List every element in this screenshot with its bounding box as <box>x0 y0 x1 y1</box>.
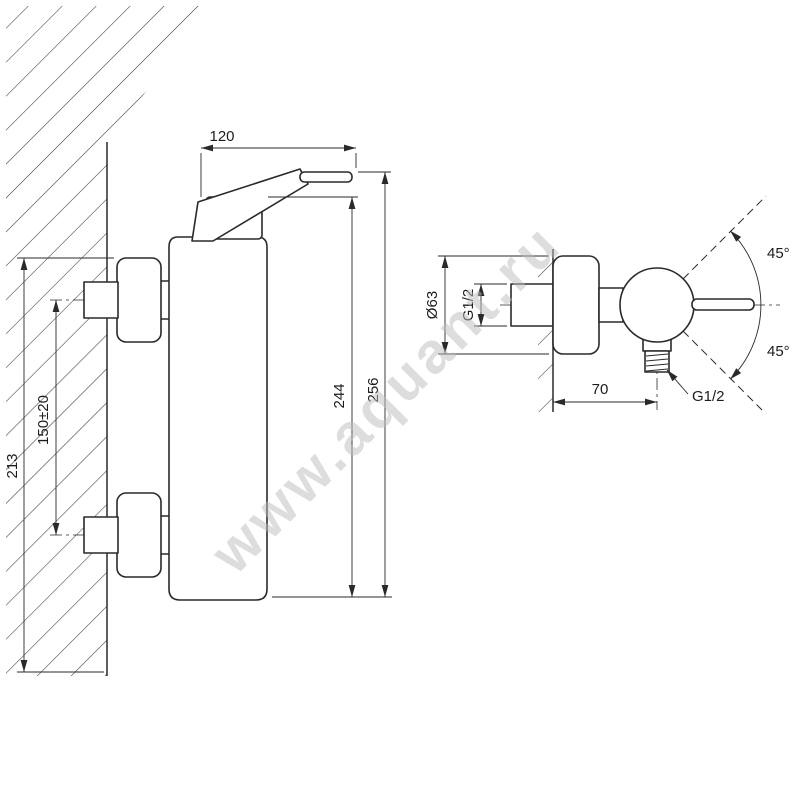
swing-limit-upper <box>682 195 767 280</box>
thread-line <box>645 368 669 372</box>
front-view: Ø63 G1/2 70 G1/2 45° 45° <box>424 195 790 412</box>
thread-line <box>645 363 669 367</box>
dim-outlet-offset: 70 <box>553 381 657 406</box>
swing-limit-lower <box>682 330 763 411</box>
swing-arc <box>729 230 762 380</box>
dim-inlet-thread: G1/2 <box>460 283 507 327</box>
front-escutcheon <box>552 255 600 355</box>
handle-swing-annotation: 45° 45° <box>682 195 790 411</box>
side-view: 120 244 256 213 150±20 <box>4 128 392 673</box>
thread-line <box>645 358 669 362</box>
leader-line <box>666 369 689 395</box>
faucet-body <box>168 236 268 601</box>
dim-escutcheon-diameter: Ø63 <box>424 255 549 355</box>
thread-line <box>645 353 669 357</box>
leader-outlet-thread: G1/2 <box>666 369 725 405</box>
dim-label-diameter: Ø63 <box>424 291 441 319</box>
dim-label-244: 244 <box>331 383 348 408</box>
front-handle-rod <box>691 298 755 311</box>
bottom-wall-connector <box>83 516 119 554</box>
bottom-escutcheon <box>116 492 162 578</box>
dim-height-inner: 244 <box>268 196 392 598</box>
dim-left-height: 213 <box>4 257 114 673</box>
dim-label-70: 70 <box>592 381 609 398</box>
dim-label-256: 256 <box>365 377 382 402</box>
dim-label-angle-upper: 45° <box>767 245 790 262</box>
top-wall-connector <box>83 281 119 319</box>
top-escutcheon <box>116 257 162 343</box>
outlet-thread <box>644 350 670 373</box>
dim-label-213: 213 <box>4 453 21 478</box>
dim-label-outlet-thread: G1/2 <box>692 388 725 405</box>
dim-top-width: 120 <box>200 128 357 197</box>
ball-body <box>619 267 695 343</box>
dim-label-120: 120 <box>209 128 234 145</box>
dim-mount-spacing: 150±20 <box>35 300 60 535</box>
neck <box>598 287 624 323</box>
handle-rod <box>299 171 353 183</box>
dim-label-angle-lower: 45° <box>767 343 790 360</box>
dim-label-inlet-thread: G1/2 <box>460 289 477 322</box>
dim-height-outer: 256 <box>358 171 391 597</box>
dim-label-150: 150±20 <box>35 395 52 445</box>
